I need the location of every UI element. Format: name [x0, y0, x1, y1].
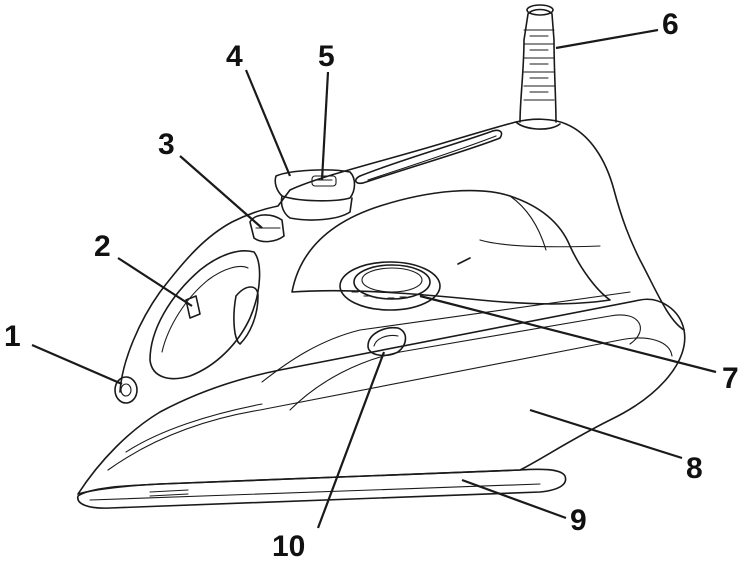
water-inlet-cover: [185, 286, 259, 345]
callout-8: 8: [686, 452, 703, 485]
callout-7: 7: [722, 362, 739, 395]
leader-line-4: [244, 69, 292, 177]
leader-line-10: [316, 351, 386, 529]
iron-body-lower: [77, 298, 686, 495]
spray-nozzle: [114, 376, 138, 404]
leader-line-6: [555, 28, 659, 50]
cord-guard: [515, 4, 561, 130]
leader-line-1: [31, 343, 123, 386]
leader-line-9: [461, 478, 567, 520]
callout-1: 1: [4, 320, 21, 353]
spray-button: [249, 214, 285, 243]
leader-line-8: [529, 408, 683, 460]
callout-9: 9: [570, 504, 587, 537]
leader-line-7: [419, 294, 717, 374]
callout-5: 5: [318, 40, 335, 73]
callout-3: 3: [158, 128, 175, 161]
leader-line-2: [117, 257, 193, 307]
callout-10: 10: [272, 530, 305, 562]
callout-2: 2: [94, 230, 111, 263]
self-clean-button: [367, 326, 407, 357]
callout-labels: 1 2 3 4 5 6 7 8 9 10: [4, 8, 739, 562]
soleplate: [77, 468, 567, 509]
leader-lines: [31, 28, 717, 529]
callout-6: 6: [662, 8, 679, 41]
leader-line-3: [179, 155, 263, 229]
temperature-dial: [339, 257, 471, 311]
leader-line-5: [320, 71, 330, 181]
steam-control-buttons: [274, 169, 356, 221]
iron-body-upper: [119, 118, 685, 411]
callout-4: 4: [226, 40, 243, 73]
